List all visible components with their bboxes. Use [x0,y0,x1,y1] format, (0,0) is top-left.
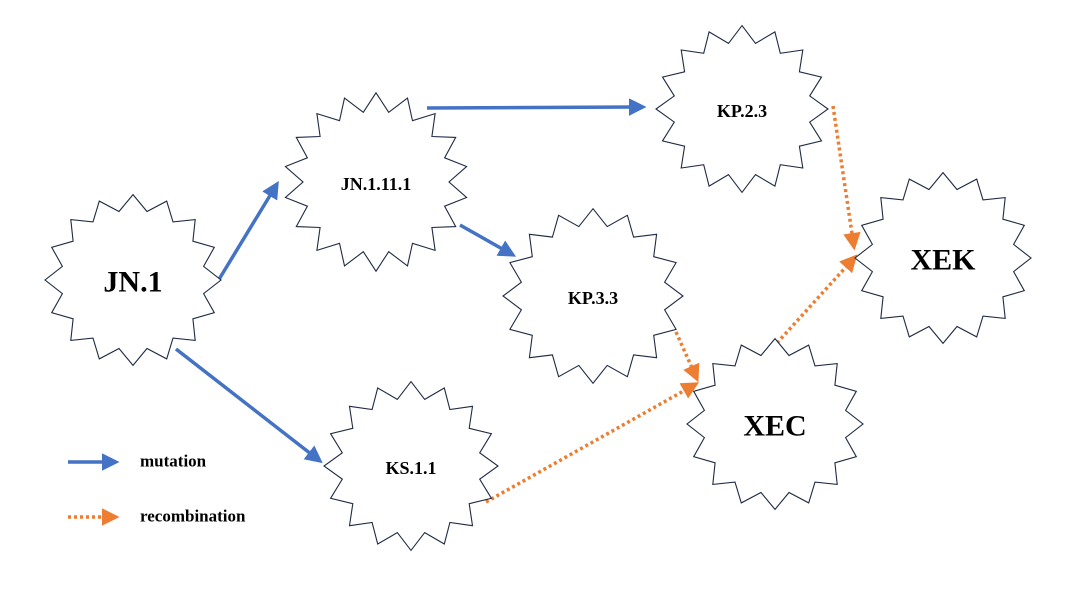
legend-recombination-label: recombination [140,507,246,526]
edge-recombination-kp-2-3-to-xek [831,105,861,251]
node-jn-1-11-1: JN.1.11.1 [284,91,468,273]
edge-mutation-jn-1-to-ks-1-1 [174,347,323,464]
node-kp-3-3: KP.3.3 [502,207,684,385]
node-jn-1-11-1-label: JN.1.11.1 [341,174,412,194]
edge-mutation-jn-1-to-jn-1-11-1 [216,181,279,282]
edges-layer [174,98,861,504]
edge-mutation-jn-1-11-1-to-kp-2-3 [426,98,647,116]
node-xec-star-shape [686,337,864,511]
node-kp-2-3: KP.2.3 [655,24,829,194]
node-xec: XEC [686,337,864,511]
edge-mutation-jn-1-11-1-to-kp-3-3 [459,223,517,257]
node-ks-1-1-star-shape [323,380,499,552]
edge-recombination-ks-1-1-to-xec [485,382,700,504]
edge-recombination-xec-to-xek [775,254,858,345]
node-jn-1: JN.1 [44,193,222,367]
node-kp-3-3-label: KP.3.3 [568,288,618,308]
node-kp-3-3-star-shape [502,207,684,385]
node-kp-2-3-label: KP.2.3 [717,101,767,121]
nodes-layer: JN.1 JN.1.11.1 KP.2.3KP.3.3KS.1.1 XEC XEK [44,24,1032,552]
edge-recombination-kp-3-3-to-xec [674,331,700,383]
node-jn-1-star-shape [44,193,222,367]
node-xek-star-shape [854,171,1032,345]
node-kp-2-3-star-shape [655,24,829,194]
node-jn-1-11-1-star-shape [284,91,468,273]
node-ks-1-1-label: KS.1.1 [385,458,436,478]
node-xec-label: XEC [743,410,806,443]
legend-mutation-label: mutation [140,452,207,471]
node-ks-1-1: KS.1.1 [323,380,499,552]
node-xek: XEK [854,171,1032,345]
node-xek-label: XEK [910,244,976,277]
node-jn-1-label: JN.1 [103,266,162,299]
legend: mutation recombination [68,452,246,526]
